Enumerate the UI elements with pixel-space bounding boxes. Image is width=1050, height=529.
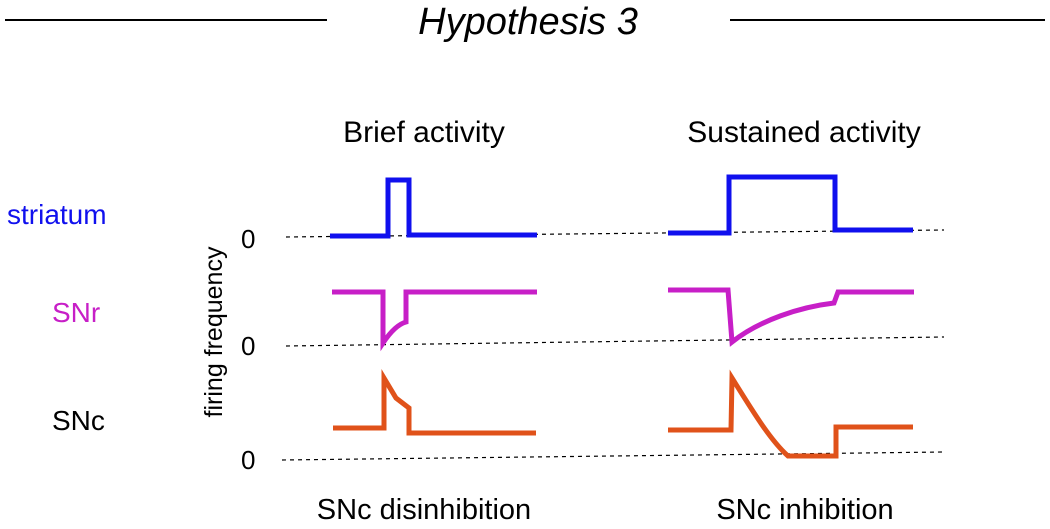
baseline-snr xyxy=(285,336,945,347)
column-heading-brief: Brief activity xyxy=(343,116,505,149)
row-label-snc: SNc xyxy=(52,405,105,436)
trace-striatum-sustained xyxy=(668,174,913,236)
row-label-striatum: striatum xyxy=(7,199,107,230)
baseline-snc xyxy=(281,451,945,461)
trace-snc-sustained xyxy=(668,369,913,459)
trace-snr-sustained xyxy=(668,287,914,347)
zero-label-snc: 0 xyxy=(241,445,255,475)
column-heading-sustained: Sustained activity xyxy=(687,116,920,149)
zero-label-striatum: 0 xyxy=(241,224,255,254)
zero-label-snr: 0 xyxy=(241,331,255,361)
footer-label-brief: SNc disinhibition xyxy=(317,494,531,526)
diagram-title: Hypothesis 3 xyxy=(418,1,638,43)
baseline-striatum xyxy=(285,229,945,238)
row-label-snr: SNr xyxy=(52,297,100,328)
trace-snr-brief xyxy=(332,289,537,352)
y-axis-label: firing frequency xyxy=(200,246,228,417)
trace-striatum-brief xyxy=(330,177,537,239)
trace-snc-brief xyxy=(333,368,536,436)
footer-label-sustained: SNc inhibition xyxy=(716,494,893,526)
